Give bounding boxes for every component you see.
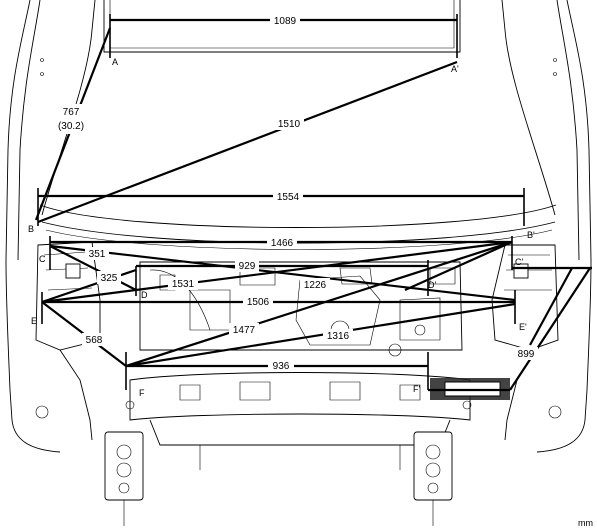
dim-label-568: 568 (86, 335, 103, 346)
dim-label-1506: 1506 (247, 297, 270, 308)
dim-label-1316: 1316 (327, 331, 350, 342)
dim-label-1477: 1477 (233, 325, 256, 336)
point-label-a-prime: A' (451, 64, 459, 74)
dim-line-1477 (125, 240, 513, 368)
dim-label-1226: 1226 (304, 280, 327, 291)
dim-line-c-prime-d-prime (404, 240, 513, 292)
point-label-b-prime: B' (527, 230, 535, 240)
dim-label-767-alt: (30.2) (58, 121, 84, 132)
dim-label-1089: 1089 (274, 16, 297, 27)
dim-line-899-diag2 (529, 267, 573, 346)
point-label-c: C (39, 254, 46, 264)
point-label-f-prime: F' (413, 384, 420, 394)
dim-label-767: 767 (63, 107, 80, 118)
dim-label-325: 325 (101, 273, 118, 284)
dimension-labels: 1089 767 (30.2) 1510 1554 1466 351 929 3… (58, 13, 538, 372)
point-label-b: B (28, 224, 34, 234)
dim-label-351: 351 (89, 249, 106, 260)
vehicle-body-outline (5, 0, 592, 526)
point-label-f: F (139, 388, 145, 398)
point-label-d-prime: D' (428, 280, 436, 290)
point-label-e-prime: E' (519, 322, 527, 332)
dim-label-1510: 1510 (278, 119, 301, 130)
dim-label-936: 936 (273, 361, 290, 372)
point-label-a: A (112, 57, 118, 67)
dim-line-1510 (37, 60, 458, 224)
point-label-c-prime: C' (515, 257, 523, 267)
dim-line-1316 (125, 302, 516, 368)
dim-label-1531: 1531 (172, 279, 195, 290)
unit-label: mm (578, 518, 593, 528)
dim-label-1466: 1466 (271, 238, 294, 249)
point-label-e: E (31, 316, 37, 326)
dim-label-929: 929 (239, 261, 256, 272)
point-label-d: D (141, 290, 148, 300)
dim-line-899-diag (509, 267, 591, 391)
reference-point-labels: A A' B B' C C' D D' E E' F F' (28, 57, 535, 398)
dim-label-899: 899 (518, 349, 535, 360)
dim-label-1554: 1554 (277, 192, 300, 203)
dim-line-351 (49, 245, 137, 291)
dim-line-1226 (49, 244, 516, 302)
